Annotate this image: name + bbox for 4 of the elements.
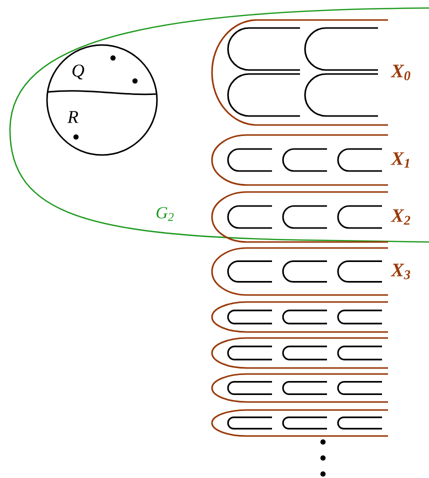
oval: X$_{0}$: [211, 19, 410, 126]
oval: X$_{3}$: [211, 247, 410, 296]
oval: X$_{2}$: [211, 191, 410, 243]
oval: X$_{1}$: [211, 134, 410, 186]
